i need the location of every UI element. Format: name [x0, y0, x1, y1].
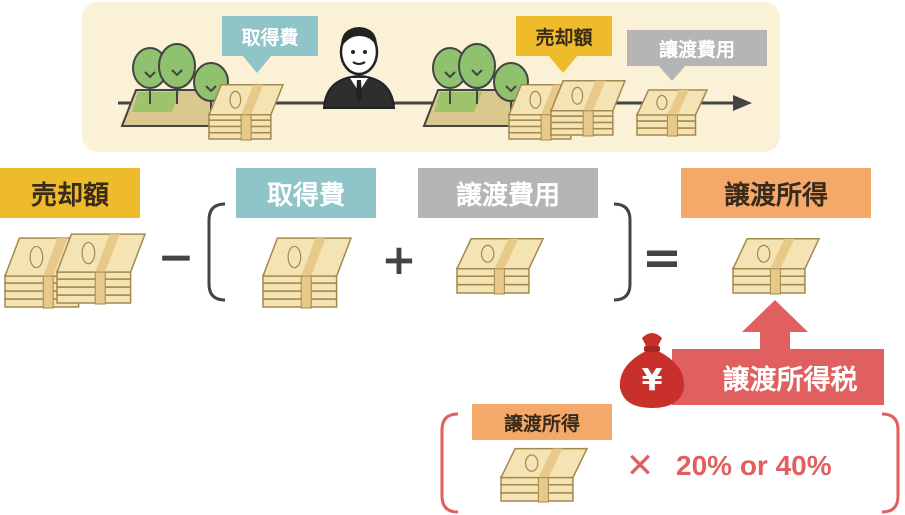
right-bracket	[613, 202, 632, 302]
rate-box-income-label: 譲渡所得	[472, 404, 612, 440]
callout-pointer	[658, 65, 686, 81]
equals-operator-text: =	[641, 230, 683, 286]
sale-price-callout-text: 売却額	[535, 26, 593, 49]
money-stack-icon	[455, 238, 545, 295]
minus-operator-text: −	[157, 231, 195, 283]
acquisition-cost-callout-text: 取得費	[241, 26, 299, 49]
callout-pointer	[548, 55, 578, 73]
transfer-income-tax-banner: 譲渡所得税	[672, 349, 884, 405]
rate-box-brackets	[440, 412, 900, 514]
acquisition-cost-callout: 取得費	[222, 16, 318, 56]
businessman-icon	[322, 27, 396, 109]
money-stack-icon	[731, 238, 821, 295]
arrow-up-icon	[742, 300, 808, 360]
yen-symbol-text: ¥	[641, 362, 663, 398]
formula-transfer-income-label: 譲渡所得	[681, 168, 871, 218]
tree-icon	[132, 43, 229, 112]
formula-sale-price-label: 売却額	[0, 168, 140, 218]
yen-symbol: ¥	[630, 362, 674, 398]
transfer-income-tax-text: 譲渡所得税	[722, 364, 858, 396]
formula-acquisition-cost-text: 取得費	[266, 180, 345, 211]
money-stack-icon	[549, 80, 627, 137]
sale-price-callout: 売却額	[516, 16, 612, 56]
money-bag-icon	[619, 333, 685, 408]
minus-operator: −	[155, 232, 197, 283]
multiply-icon-text: ✕	[625, 446, 655, 486]
transfer-cost-callout-text: 讓渡費用	[658, 38, 735, 61]
transfer-cost-callout: 讓渡費用	[627, 30, 767, 66]
land-plot-icon	[120, 89, 228, 127]
plus-operator-text: +	[381, 234, 417, 284]
rate-box-income-text: 譲渡所得	[503, 412, 580, 435]
formula-acquisition-cost-label: 取得費	[236, 168, 376, 218]
tax-rate-text: 20% or 40%	[676, 450, 832, 481]
formula-transfer-income-text: 譲渡所得	[723, 180, 828, 211]
money-stack-icon	[261, 237, 353, 309]
money-stack-icon	[635, 89, 709, 137]
money-stack-icon	[207, 84, 285, 141]
formula-transfer-cost-text: 譲渡費用	[455, 180, 560, 211]
money-stack-icon	[55, 233, 147, 305]
callout-pointer	[242, 55, 272, 73]
left-bracket	[207, 202, 226, 302]
formula-sale-price-text: 売却額	[30, 180, 109, 211]
equals-operator: =	[638, 230, 686, 286]
formula-transfer-cost-label: 譲渡費用	[418, 168, 598, 218]
plus-operator: +	[378, 235, 420, 284]
multiply-icon: ✕	[618, 446, 662, 486]
money-stack-icon	[499, 447, 589, 503]
